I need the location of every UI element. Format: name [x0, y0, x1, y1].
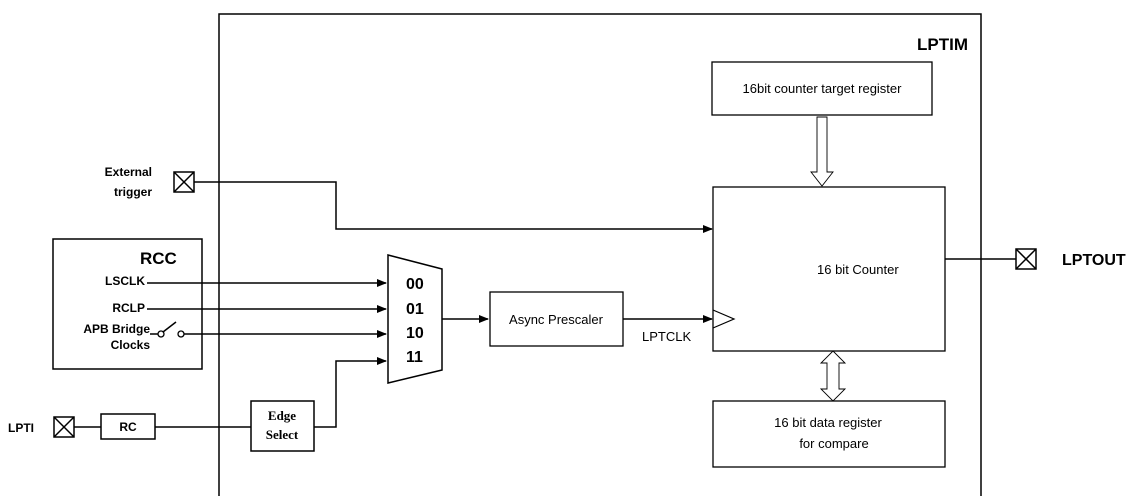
rc-filter-label: RC	[119, 420, 137, 434]
lpti-pin-icon	[53, 416, 75, 438]
apb-clocks-label: APB Bridge	[83, 322, 150, 336]
counter-label: 16 bit Counter	[817, 262, 899, 277]
apb-clocks-label-line2: Clocks	[111, 338, 151, 352]
lptout-pin-icon	[1015, 248, 1037, 270]
async-prescaler-box	[489, 291, 624, 347]
rcc-title: RCC	[140, 249, 177, 268]
rcc-block	[52, 238, 203, 370]
external-trigger-wire	[194, 181, 713, 233]
target-to-counter-arrow-icon	[810, 116, 834, 187]
mux-sel-01: 01	[406, 301, 424, 318]
mux-sel-00: 00	[406, 276, 424, 293]
clock-input-triangle-icon	[712, 309, 736, 329]
lpti-label: LPTI	[8, 421, 34, 435]
edge-select-box	[250, 400, 315, 452]
edge-select-label-line2: Select	[266, 427, 299, 442]
data-register-label: 16 bit data register	[774, 415, 882, 430]
clock-mux	[387, 254, 443, 384]
rclp-label: RCLP	[112, 301, 145, 315]
mux-sel-11: 11	[406, 349, 423, 366]
external-trigger-pin-icon	[173, 171, 195, 193]
mux-sel-10: 10	[406, 325, 424, 342]
external-trigger-label-line2: trigger	[114, 185, 152, 199]
external-trigger-label: External	[105, 165, 152, 179]
data-register-box	[712, 400, 946, 468]
lptim-title: LPTIM	[917, 35, 968, 54]
lptout-label: LPTOUT	[1062, 252, 1126, 269]
lsclk-label: LSCLK	[105, 274, 145, 288]
edge-select-label: Edge	[268, 408, 296, 423]
lptim-block	[218, 13, 982, 496]
data-register-label-line2: for compare	[799, 436, 868, 451]
counter-box	[712, 186, 946, 352]
counter-data-bus-icon	[819, 350, 847, 402]
target-register-box	[711, 61, 933, 116]
target-register-label: 16bit counter target register	[743, 81, 903, 96]
async-prescaler-label: Async Prescaler	[509, 312, 604, 327]
lptclk-label: LPTCLK	[642, 329, 691, 344]
edge-to-mux-wire	[314, 357, 387, 428]
